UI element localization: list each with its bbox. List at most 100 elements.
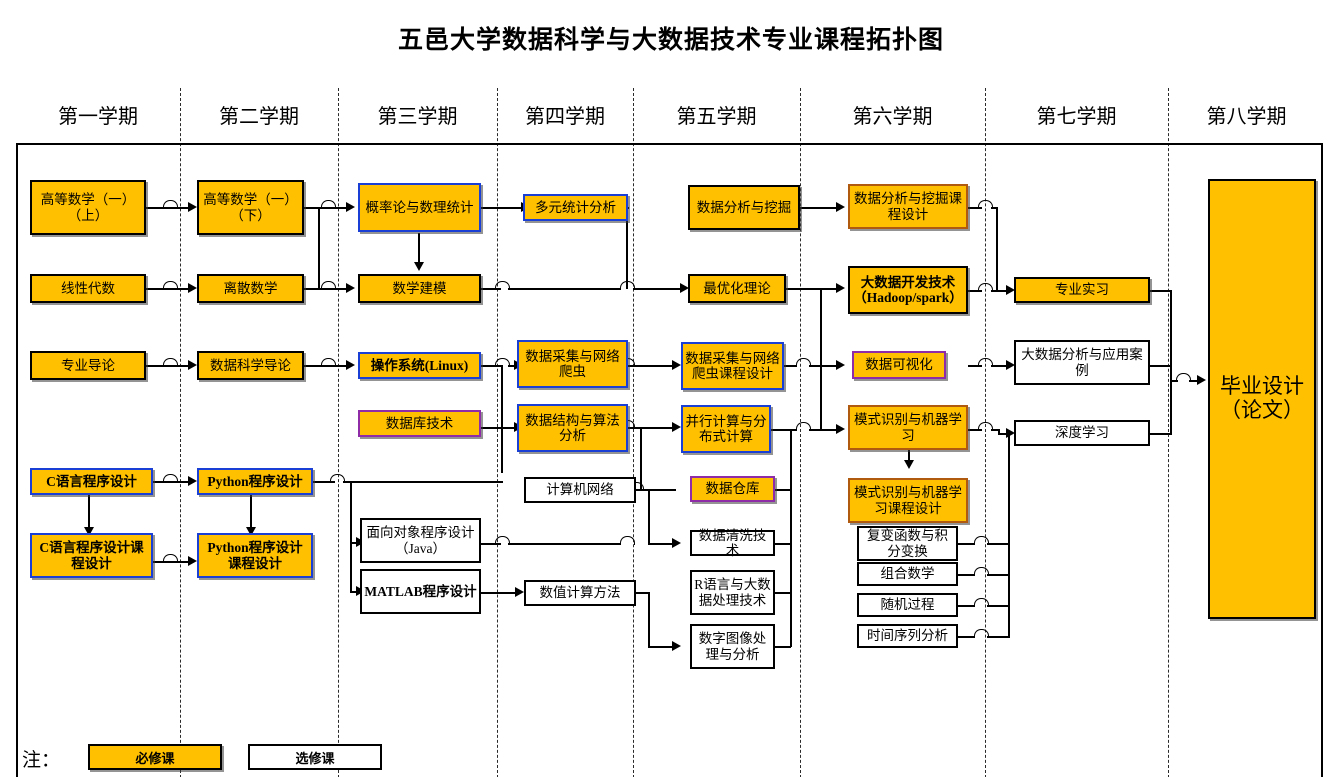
connector bbox=[176, 207, 190, 209]
connector bbox=[998, 433, 1010, 435]
course-box[interactable]: 操作系统(Linux) bbox=[358, 352, 481, 379]
connector bbox=[1170, 290, 1172, 435]
column-divider-1 bbox=[180, 88, 181, 777]
connector bbox=[1150, 290, 1172, 292]
course-box[interactable]: 模式识别与机器学习课程设计 bbox=[848, 478, 968, 523]
course-box[interactable]: 数据分析与挖掘课程设计 bbox=[848, 184, 968, 229]
line-hop bbox=[978, 422, 993, 431]
connector bbox=[481, 365, 501, 367]
course-box[interactable]: 数学建模 bbox=[358, 274, 481, 303]
connector bbox=[809, 365, 822, 367]
connector bbox=[648, 543, 676, 545]
connector bbox=[508, 543, 620, 545]
course-box[interactable]: 随机过程 bbox=[857, 593, 958, 617]
connector bbox=[501, 427, 517, 429]
connector bbox=[775, 543, 791, 545]
connector bbox=[418, 233, 420, 268]
course-box[interactable]: 数据科学导论 bbox=[197, 351, 304, 380]
line-hop bbox=[495, 536, 510, 545]
connector bbox=[636, 592, 650, 594]
course-box[interactable]: 面向对象程序设计（Java） bbox=[360, 518, 481, 563]
arrow-head bbox=[188, 556, 197, 566]
course-box[interactable]: 数据分析与挖掘 bbox=[688, 185, 800, 230]
course-box[interactable]: 多元统计分析 bbox=[523, 194, 628, 221]
line-hop bbox=[978, 283, 993, 292]
course-box[interactable]: 模式识别与机器学习 bbox=[848, 405, 968, 450]
column-divider-3 bbox=[497, 88, 498, 777]
connector bbox=[633, 427, 675, 429]
course-box[interactable]: C语言程序设计 bbox=[30, 468, 153, 495]
arrow-head-down bbox=[246, 527, 256, 536]
course-box[interactable]: 数据采集与网络爬虫 bbox=[517, 340, 628, 388]
connector bbox=[334, 288, 348, 290]
line-hop bbox=[796, 358, 811, 367]
arrow-head bbox=[680, 283, 689, 293]
connector bbox=[501, 427, 503, 473]
arrow-head bbox=[188, 202, 197, 212]
course-box[interactable]: MATLAB程序设计 bbox=[360, 569, 481, 614]
course-box[interactable]: 数字图像处理与分析 bbox=[690, 624, 775, 669]
course-box[interactable]: 数据结构与算法分析 bbox=[517, 404, 628, 452]
course-box[interactable]: 时间序列分析 bbox=[857, 624, 958, 648]
course-box[interactable]: R语言与大数据处理技术 bbox=[690, 570, 775, 615]
connector bbox=[987, 636, 1010, 638]
course-box[interactable]: 高等数学（一）（下） bbox=[197, 180, 304, 235]
course-box[interactable]: 复变函数与积分变换 bbox=[857, 526, 958, 561]
semester-header-6: 第六学期 bbox=[852, 106, 933, 128]
connector bbox=[1150, 365, 1172, 367]
semester-header-1: 第一学期 bbox=[58, 106, 138, 128]
course-box[interactable]: 离散数学 bbox=[197, 274, 304, 303]
arrow-head bbox=[1006, 428, 1015, 438]
course-box[interactable]: 数据清洗技术 bbox=[690, 528, 775, 558]
connector bbox=[809, 429, 822, 431]
connector bbox=[304, 365, 334, 367]
arrow-head-down bbox=[414, 262, 424, 271]
course-box[interactable]: 大数据开发技术（Hadoop/spark） bbox=[848, 266, 968, 314]
course-box[interactable]: 数据采集与网络爬虫课程设计 bbox=[681, 342, 784, 390]
course-box[interactable]: 深度学习 bbox=[1014, 420, 1150, 446]
arrow-head bbox=[188, 360, 197, 370]
connector bbox=[481, 543, 501, 545]
connector bbox=[313, 481, 335, 483]
connector bbox=[648, 646, 676, 648]
arrow-head bbox=[346, 202, 355, 212]
connector bbox=[991, 429, 999, 431]
course-box[interactable]: 数值计算方法 bbox=[524, 580, 636, 606]
connector bbox=[775, 646, 791, 648]
legend-required-box: 必修课 bbox=[88, 744, 222, 770]
course-box[interactable]: 大数据分析与应用案例 bbox=[1014, 340, 1150, 385]
course-box[interactable]: 最优化理论 bbox=[688, 274, 786, 303]
course-box[interactable]: C语言程序设计课程设计 bbox=[30, 533, 153, 578]
course-box[interactable]: 概率论与数理统计 bbox=[358, 183, 481, 232]
connector bbox=[176, 481, 190, 483]
line-hop bbox=[796, 422, 811, 431]
course-box[interactable]: 数据仓库 bbox=[690, 476, 775, 502]
course-box[interactable]: Python程序设计 bbox=[197, 468, 313, 495]
course-box[interactable]: Python程序设计课程设计 bbox=[197, 533, 313, 578]
arrow-head bbox=[188, 283, 197, 293]
connector bbox=[318, 207, 320, 289]
course-box[interactable]: 线性代数 bbox=[30, 274, 146, 303]
arrow-head bbox=[672, 422, 681, 432]
course-box[interactable]: 计算机网络 bbox=[524, 477, 636, 503]
course-box[interactable]: 专业导论 bbox=[30, 351, 146, 380]
connector bbox=[820, 288, 822, 430]
course-box[interactable]: 毕业设计（论文） bbox=[1208, 179, 1316, 619]
connector bbox=[820, 429, 840, 431]
arrow-head bbox=[1006, 285, 1015, 295]
course-box[interactable]: 高等数学（一）（上） bbox=[30, 180, 146, 235]
connector bbox=[786, 288, 840, 290]
course-box[interactable]: 组合数学 bbox=[857, 562, 958, 586]
course-box[interactable]: 专业实习 bbox=[1014, 277, 1150, 303]
connector bbox=[334, 207, 348, 209]
line-hop bbox=[163, 200, 178, 209]
course-box[interactable]: 数据库技术 bbox=[358, 410, 481, 437]
course-box[interactable]: 数据可视化 bbox=[852, 351, 946, 379]
semester-header-4: 第四学期 bbox=[525, 106, 605, 128]
connector bbox=[968, 207, 982, 209]
course-box[interactable]: 并行计算与分布式计算 bbox=[681, 405, 771, 453]
line-hop bbox=[1176, 373, 1191, 382]
semester-header-3: 第三学期 bbox=[377, 106, 458, 128]
connector bbox=[350, 591, 360, 593]
